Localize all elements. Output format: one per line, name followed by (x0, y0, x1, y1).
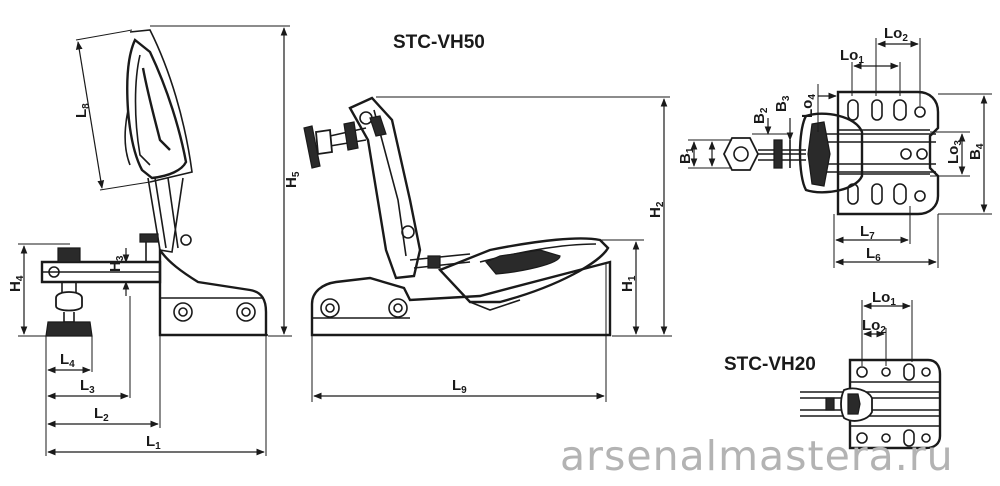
dim-label-h5: H5 (283, 171, 302, 188)
dim-label-s-lo2: Lo2 (862, 317, 886, 336)
dim-label-lo4: Lo4 (799, 94, 818, 118)
model-title-stc-vh20: STC-VH20 (724, 354, 816, 375)
middle-view-dimensions (311, 96, 672, 402)
dim-label-h1: H1 (619, 275, 638, 292)
dim-label-b2: B2 (751, 107, 770, 124)
dim-label-l1: L1 (146, 433, 161, 452)
dim-label-l2: L2 (94, 405, 109, 424)
dim-label-lo2: Lo2 (884, 25, 908, 44)
base-body (158, 246, 268, 337)
base-plate (836, 90, 940, 216)
dim-label-l9: L9 (452, 377, 467, 396)
dim-label-h3: H3 (107, 255, 126, 272)
dim-label-lo3: Lo3 (945, 140, 964, 164)
dim-label-h2: H2 (647, 201, 666, 218)
dim-label-s-lo1: Lo1 (872, 289, 896, 308)
clamp-open-view (40, 29, 268, 337)
dim-label-l6: L6 (866, 245, 881, 264)
clamp-closed-view (303, 96, 612, 337)
top-view-large-dimensions (688, 38, 992, 268)
dim-label-b1: B1 (677, 147, 696, 164)
dim-label-l4: L4 (60, 351, 75, 370)
dim-label-l8: L8 (73, 103, 92, 118)
left-view-dimensions (18, 25, 292, 456)
dim-label-b4: B4 (967, 143, 986, 160)
top-view-large (722, 90, 940, 216)
top-view-small (800, 358, 942, 450)
model-title-stc-vh50: STC-VH50 (393, 32, 485, 53)
dim-label-l3: L3 (80, 377, 95, 396)
watermark-text: arsenalmastera.ru (560, 432, 954, 480)
dim-label-l7: L7 (860, 223, 875, 242)
middle-base (310, 260, 612, 337)
handle-grip (126, 38, 188, 180)
top-view-small-dimensions (861, 300, 913, 366)
dim-label-lo1: Lo1 (840, 47, 864, 66)
dim-label-h4: H4 (7, 275, 26, 292)
dim-label-b3: B3 (773, 95, 792, 112)
